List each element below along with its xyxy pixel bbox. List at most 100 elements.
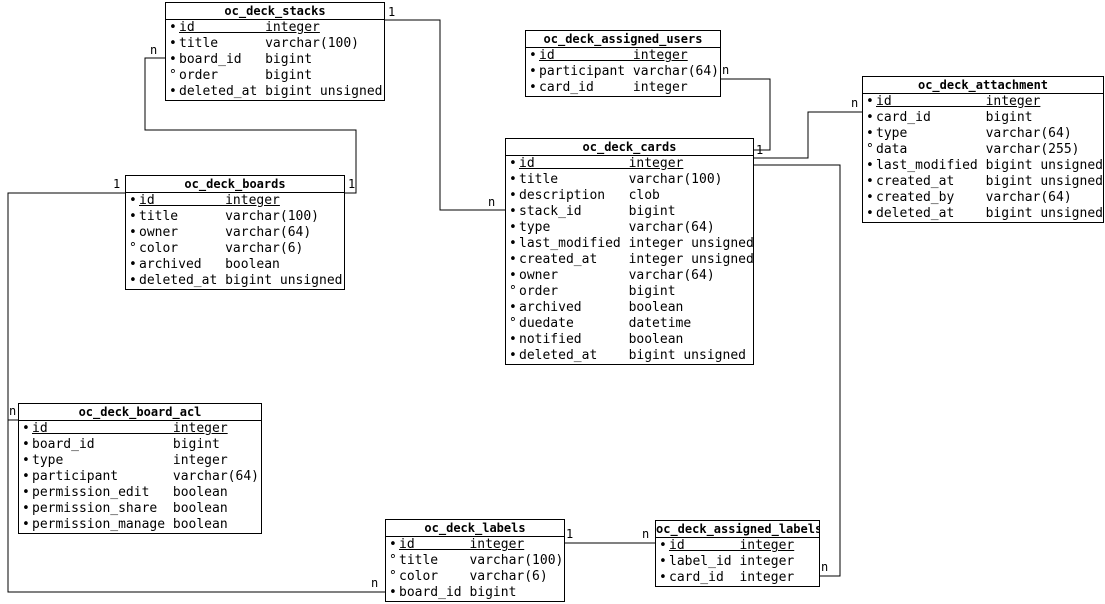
field-row-id: •id integer [386,537,564,553]
field-text: created_by varchar(64) [876,190,1072,205]
not-null-icon: • [509,268,517,283]
nullable-icon: ° [509,316,517,331]
nullable-icon: ° [129,241,137,256]
table-oc_deck_cards[interactable]: oc_deck_cards•id integer•title varchar(1… [505,138,754,365]
not-null-icon: • [129,209,137,224]
field-row-deleted_at: •deleted_at bigint unsigned [863,206,1103,222]
not-null-icon: • [509,300,517,315]
not-null-icon: • [389,537,397,552]
field-row-deleted_at: •deleted_at bigint unsigned [126,273,344,289]
field-row-id: •id integer [863,94,1103,110]
field-text: stack_id bigint [519,204,676,219]
table-title: oc_deck_board_acl [19,404,261,421]
not-null-icon: • [22,453,30,468]
table-oc_deck_assigned_labels[interactable]: oc_deck_assigned_labels•id integer•label… [655,520,820,587]
table-oc_deck_boards[interactable]: oc_deck_boards•id integer•title varchar(… [125,175,345,290]
field-row-id: •id integer [656,538,819,554]
cardinality-label-labels-left: n [371,576,378,590]
field-row-card_id: •card_id bigint [863,110,1103,126]
table-title: oc_deck_boards [126,176,344,193]
cardinality-label-attachment-left: n [851,96,858,110]
not-null-icon: • [529,48,537,63]
not-null-icon: • [22,517,30,532]
field-row-last_modified: •last_modified integer unsigned [506,236,753,252]
cardinality-label-stacks-right: 1 [388,5,395,19]
field-row-permission_edit: •permission_edit boolean [19,485,261,501]
relationship-line-stacks-to-cards [385,19,505,211]
cardinality-label-assigned-labels-left: n [642,527,649,541]
field-text: owner varchar(64) [139,225,312,240]
field-text: color varchar(6) [399,569,548,584]
not-null-icon: • [509,236,517,251]
cardinality-label-cards-right: 1 [756,143,763,157]
field-text: card_id bigint [876,110,1033,125]
table-oc_deck_board_acl[interactable]: oc_deck_board_acl•id integer•board_id bi… [18,403,262,534]
not-null-icon: • [866,190,874,205]
not-null-icon: • [509,204,517,219]
field-row-duedate: °duedate datetime [506,316,753,332]
field-text: deleted_at bigint unsigned [139,273,343,288]
field-row-color: °color varchar(6) [386,569,564,585]
not-null-icon: • [509,156,517,171]
field-text: participant varchar(64) [539,64,720,79]
not-null-icon: • [169,36,177,51]
nullable-icon: ° [509,284,517,299]
not-null-icon: • [389,585,397,600]
field-text: id integer [519,156,684,171]
field-row-id: •id integer [126,193,344,209]
field-text: id integer [876,94,1041,109]
field-row-deleted_at: •deleted_at bigint unsigned [506,348,753,364]
not-null-icon: • [659,538,667,553]
field-row-type: •type integer [19,453,261,469]
field-text: title varchar(100) [399,553,564,568]
field-row-participant: •participant varchar(64) [526,64,720,80]
not-null-icon: • [509,172,517,187]
table-oc_deck_stacks[interactable]: oc_deck_stacks•id integer•title varchar(… [165,2,385,101]
nullable-icon: ° [389,569,397,584]
field-row-id: •id integer [19,421,261,437]
table-title: oc_deck_assigned_users [526,31,720,48]
table-title: oc_deck_stacks [166,3,384,20]
field-text: permission_share boolean [32,501,228,516]
field-text: type varchar(64) [876,126,1072,141]
table-title: oc_deck_assigned_labels [656,522,819,538]
field-row-type: •type varchar(64) [506,220,753,236]
field-row-created_at: •created_at integer unsigned [506,252,753,268]
field-text: created_at integer unsigned [519,252,753,267]
table-title: oc_deck_attachment [863,77,1103,94]
table-oc_deck_labels[interactable]: oc_deck_labels•id integer°title varchar(… [385,519,565,602]
field-row-order: °order bigint [166,68,384,84]
field-text: participant varchar(64) [32,469,259,484]
cardinality-label-cards-left: n [488,195,495,209]
field-row-color: °color varchar(6) [126,241,344,257]
relationship-line-boards-to-stacks [144,57,357,194]
field-row-card_id: •card_id integer [656,570,819,586]
cardinality-label-boards-left: 1 [113,177,120,191]
not-null-icon: • [509,332,517,347]
not-null-icon: • [22,469,30,484]
not-null-icon: • [22,437,30,452]
field-row-board_id: •board_id bigint [166,52,384,68]
not-null-icon: • [129,273,137,288]
not-null-icon: • [866,126,874,141]
field-text: data varchar(255) [876,142,1080,157]
field-text: created_at bigint unsigned [876,174,1103,189]
field-row-last_modified: •last_modified bigint unsigned [863,158,1103,174]
field-row-archived: •archived boolean [126,257,344,273]
field-row-id: •id integer [166,20,384,36]
field-text: title varchar(100) [519,172,723,187]
field-text: deleted_at bigint unsigned [179,84,383,99]
table-oc_deck_attachment[interactable]: oc_deck_attachment•id integer•card_id bi… [862,76,1104,223]
field-row-owner: •owner varchar(64) [126,225,344,241]
field-row-notified: •notified boolean [506,332,753,348]
field-row-order: °order bigint [506,284,753,300]
not-null-icon: • [866,158,874,173]
field-row-created_at: •created_at bigint unsigned [863,174,1103,190]
not-null-icon: • [866,174,874,189]
field-text: last_modified integer unsigned [519,236,753,251]
field-row-stack_id: •stack_id bigint [506,204,753,220]
field-text: type varchar(64) [519,220,715,235]
table-oc_deck_assigned_users[interactable]: oc_deck_assigned_users•id integer•partic… [525,30,721,97]
field-text: deleted_at bigint unsigned [876,206,1103,221]
